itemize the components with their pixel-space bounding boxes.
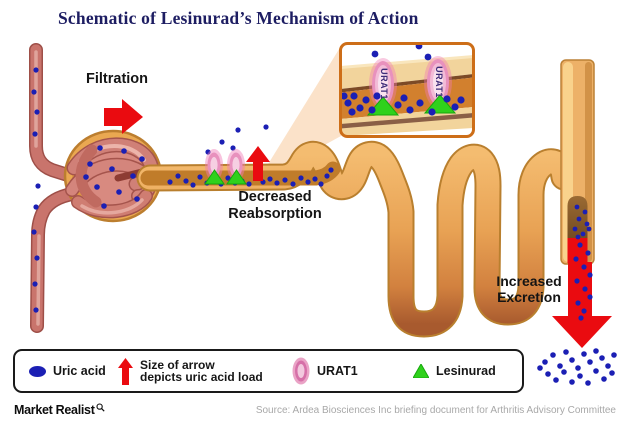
urat1-inset-label-left: URAT1	[379, 68, 389, 100]
decreased-line2: Reabsorption	[228, 206, 322, 222]
increased-line1: Increased	[496, 273, 562, 289]
filtration-arrow	[104, 99, 143, 134]
decreased-reabsorption-label: Decreased Reabsorption	[208, 189, 342, 223]
legend-item-arrow: Size of arrow depicts uric acid load	[118, 351, 263, 391]
uric-acid-legend-label: Uric acid	[53, 364, 106, 378]
arrow-note-line1: Size of arrow	[140, 357, 215, 372]
uric-acid-legend-icon	[29, 365, 46, 377]
increased-line2: Excretion	[497, 289, 561, 305]
page-title: Schematic of Lesinurad’s Mechanism of Ac…	[58, 8, 419, 28]
arrow-legend-label: Size of arrow depicts uric acid load	[140, 357, 263, 384]
red-arrow-legend-icon	[118, 357, 133, 385]
uric-acid-dots-arrow	[573, 242, 593, 321]
lesinurad-legend-icon	[413, 364, 429, 378]
inset-zoom-fan	[257, 46, 341, 182]
increased-excretion-label: Increased Excretion	[483, 273, 575, 305]
legend-item-lesinurad: Lesinurad	[413, 351, 496, 391]
lesinurad-legend-label: Lesinurad	[436, 364, 496, 378]
legend-item-urat1: URAT1	[292, 351, 358, 391]
uric-acid-dots-escaping	[205, 124, 269, 162]
glomerulus	[63, 129, 163, 223]
collecting-duct	[560, 59, 595, 265]
uric-acid-dots-excreted	[537, 348, 617, 386]
uric-acid-dots-inset-lumen	[340, 92, 465, 116]
uric-acid-dots-vessel	[31, 67, 41, 313]
magnifier-icon	[96, 403, 105, 412]
brand-name: Market Realist	[14, 403, 95, 417]
urat1-inset-label-right: URAT1	[434, 66, 444, 98]
lesinurad-triangles-tubule	[204, 169, 247, 185]
urat1-transporters-tubule	[205, 149, 245, 181]
decreased-line1: Decreased	[238, 189, 312, 205]
arrow-note-line2: depicts uric acid load	[140, 370, 263, 384]
excretion-arrow	[552, 262, 612, 348]
inset-box	[339, 42, 475, 138]
legend: Uric acid Size of arrow depicts uric aci…	[13, 349, 524, 393]
filtration-label: Filtration	[86, 71, 149, 87]
urat1-legend-icon	[292, 357, 310, 385]
blood-vessel	[29, 43, 81, 333]
urat1-legend-label: URAT1	[317, 364, 358, 378]
reabsorption-arrow	[246, 146, 270, 181]
uric-acid-dots-duct	[572, 204, 592, 240]
source-attribution: Source: Ardea Biosciences Inc briefing d…	[255, 405, 616, 416]
brand-logo: Market Realist	[14, 403, 105, 417]
legend-item-uric-acid: Uric acid	[29, 351, 106, 391]
